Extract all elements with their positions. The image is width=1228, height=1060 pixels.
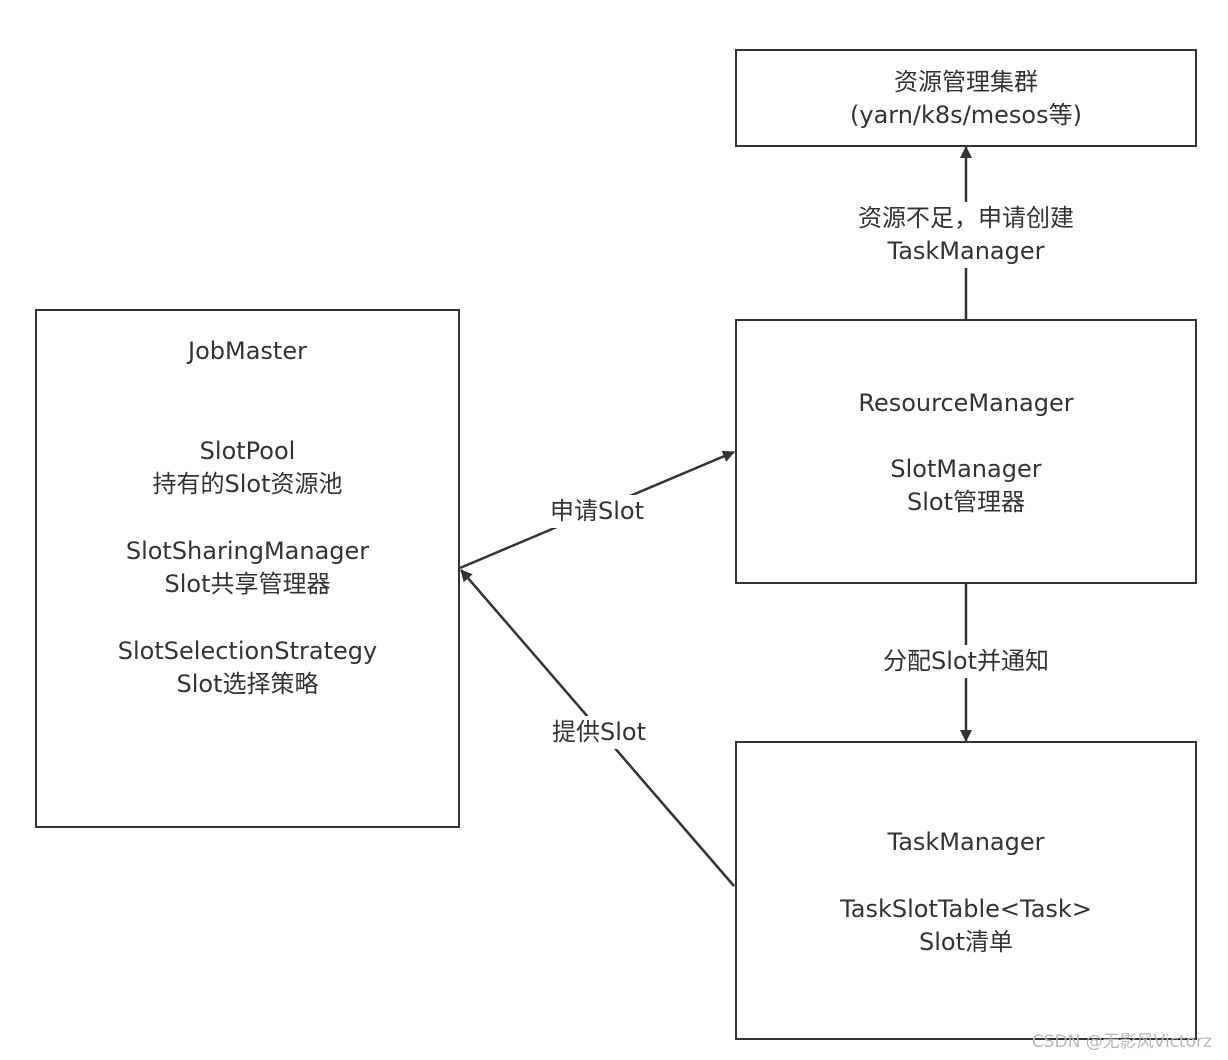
slotpool-desc: 持有的Slot资源池 xyxy=(152,470,343,498)
jobmaster-box: JobMaster SlotPool 持有的Slot资源池 SlotSharin… xyxy=(35,309,460,828)
slotpool-name: SlotPool xyxy=(199,437,296,465)
watermark: CSDN @无影风Victorz xyxy=(1031,1032,1212,1052)
edge-label-allocate-notify: 分配Slot并通知 xyxy=(866,645,1066,678)
slot-selection-strategy-name: SlotSelectionStrategy xyxy=(117,637,378,665)
edge-label-request-taskmanager-line1: 资源不足，申请创建 xyxy=(858,204,1074,232)
edge-label-request-taskmanager-line2: TaskManager xyxy=(887,237,1045,265)
cluster-examples: (yarn/k8s/mesos等) xyxy=(850,101,1082,129)
resourcemanager-box: ResourceManager SlotManager Slot管理器 xyxy=(735,319,1197,584)
edge-label-request-taskmanager: 资源不足，申请创建 TaskManager xyxy=(836,202,1096,268)
resource-cluster-box: 资源管理集群 (yarn/k8s/mesos等) xyxy=(735,49,1197,147)
edge-label-request-slot: 申请Slot xyxy=(540,495,654,528)
jobmaster-title: JobMaster xyxy=(188,337,307,365)
slotmanager-desc: Slot管理器 xyxy=(907,488,1025,516)
slot-sharing-manager-name: SlotSharingManager xyxy=(125,537,370,565)
taskmanager-title: TaskManager xyxy=(887,828,1045,856)
cluster-title: 资源管理集群 xyxy=(894,68,1038,96)
slot-sharing-manager-desc: Slot共享管理器 xyxy=(164,570,331,598)
resourcemanager-title: ResourceManager xyxy=(858,389,1074,417)
edge-label-offer-slot: 提供Slot xyxy=(543,716,655,749)
slotmanager-name: SlotManager xyxy=(890,455,1042,483)
slot-selection-strategy-desc: Slot选择策略 xyxy=(176,670,319,698)
taskslottable-desc: Slot清单 xyxy=(919,928,1013,956)
taskslottable-name: TaskSlotTable<Task> xyxy=(840,895,1092,923)
taskmanager-box: TaskManager TaskSlotTable<Task> Slot清单 xyxy=(735,741,1197,1040)
